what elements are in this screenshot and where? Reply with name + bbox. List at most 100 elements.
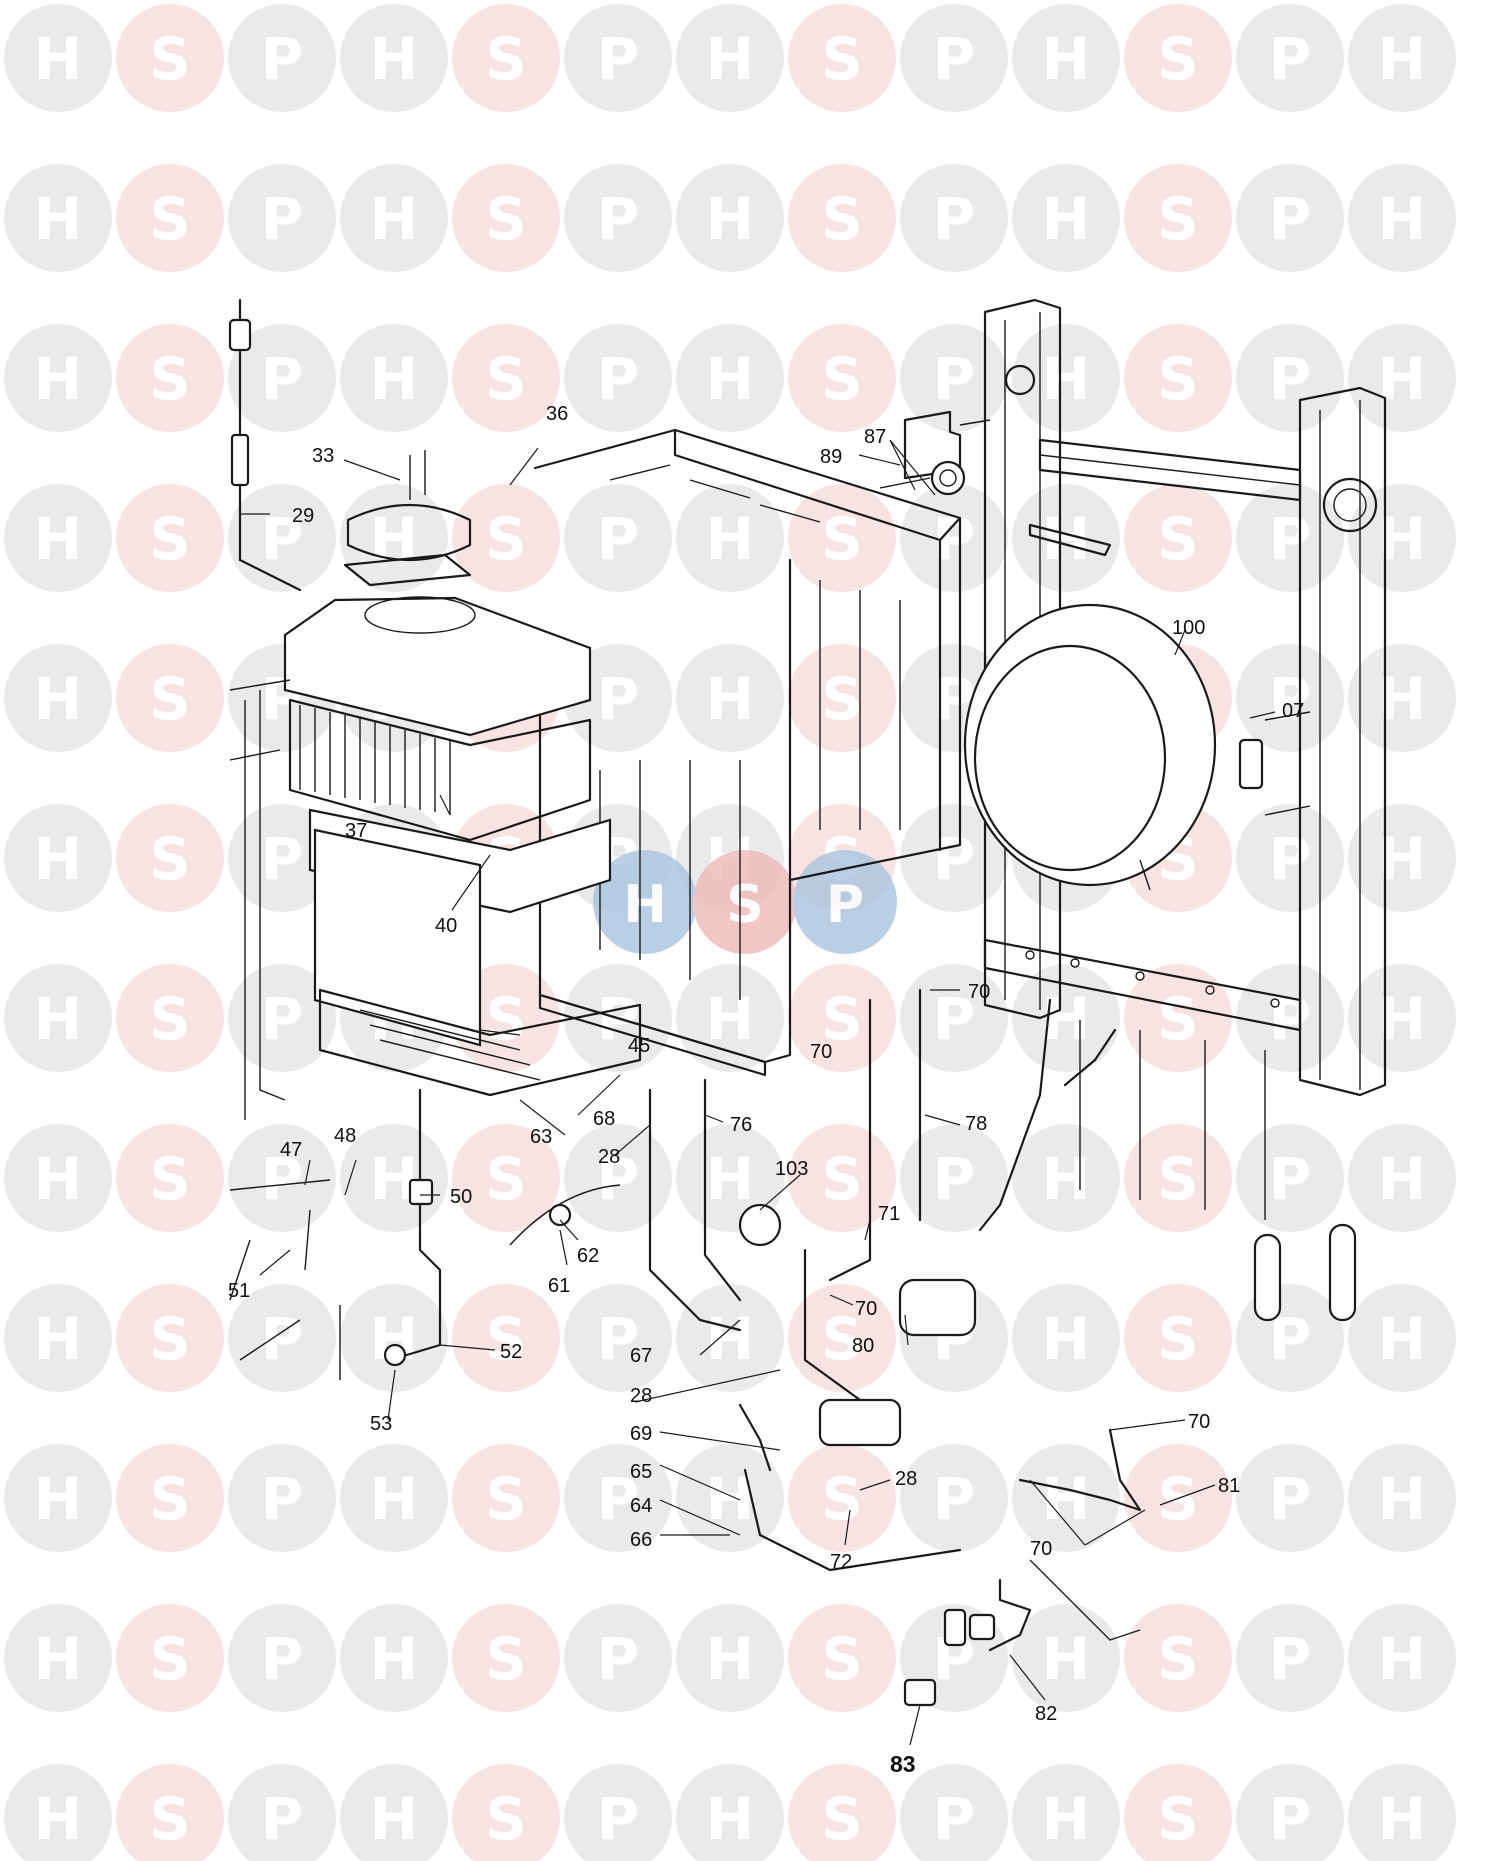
watermark-letter: H [34,825,83,893]
watermark-letter: S [149,185,191,253]
watermark-badge: S [116,964,224,1072]
watermark-letter: S [821,505,863,573]
watermark-letter: S [149,505,191,573]
watermark-badge: H [340,1444,448,1552]
center-logo-letter-h: H [623,875,667,935]
watermark-letter: S [821,1305,863,1373]
callout-29: 29 [292,505,314,527]
watermark-badge: S [452,1124,560,1232]
watermark-letter: H [1378,1785,1427,1853]
watermark-badge: H [4,1444,112,1552]
watermark-letter: H [1042,345,1091,413]
watermark-badge: S [788,484,896,592]
watermark-letter: P [933,1465,976,1533]
part-07-clip [1238,711,1311,816]
watermark-letter: H [1378,1465,1427,1533]
watermark-letter: H [706,1305,755,1373]
watermark-letter: S [485,985,527,1053]
watermark-badge: S [452,324,560,432]
watermark-badge: S [452,4,560,112]
callout-07: 07 [1282,700,1304,722]
pipework [228,298,1357,1707]
callout-47: 47 [280,1139,302,1161]
watermark-letter: S [485,1625,527,1693]
watermark-badge: H [676,1764,784,1861]
callout-50: 50 [450,1186,472,1208]
watermark-badge: P [228,1444,336,1552]
watermark-letter: P [1269,825,1312,893]
watermark-letter: H [706,25,755,93]
watermark-badge: S [1124,1764,1232,1861]
callout-87: 87 [864,426,886,448]
watermark-badge: S [788,164,896,272]
watermark-badge: P [564,1124,672,1232]
watermark-letter: H [706,505,755,573]
watermark-letter: H [370,1625,419,1693]
callout-45: 45 [628,1035,650,1057]
watermark-letter: P [597,345,640,413]
watermark-badge: H [1348,164,1456,272]
watermark-badge: H [676,1284,784,1392]
watermark-badge: H [676,164,784,272]
watermark-badge: P [228,1124,336,1232]
watermark-letter: S [485,1465,527,1533]
watermark-letter: P [1269,345,1312,413]
watermark-badge: H [4,4,112,112]
watermark-badge: P [1236,644,1344,752]
callout-40: 40 [435,915,457,937]
callout-37: 37 [345,820,367,842]
watermark-letter: S [1157,1305,1199,1373]
watermark-badge: P [228,1764,336,1861]
watermark-badge: H [4,1284,112,1392]
watermark-letter: P [261,1145,304,1213]
watermark-letter: P [261,1305,304,1373]
bracket-assembly [879,410,1112,557]
callout-64: 64 [630,1495,652,1517]
watermark-letter: P [597,1465,640,1533]
watermark-letter: H [1378,1305,1427,1373]
watermark-badge: S [116,1604,224,1712]
watermark-badge: P [1236,164,1344,272]
watermark-badge: S [788,1284,896,1392]
watermark-badge: H [4,804,112,912]
watermark-badge: H [1012,4,1120,112]
watermark-badge: S [452,484,560,592]
watermark-badge: H [1012,1124,1120,1232]
watermark-letter: S [485,25,527,93]
watermark-letter: H [706,1145,755,1213]
watermark-badge: S [116,1124,224,1232]
watermark-letter: P [1269,185,1312,253]
callout-28-a: 28 [598,1146,620,1168]
expansion-vessel [963,603,1217,891]
watermark-letter: H [34,1785,83,1853]
callout-69: 69 [630,1423,652,1445]
watermark-badge: S [116,804,224,912]
watermark-letter: S [485,1145,527,1213]
watermark-badge: H [1348,1444,1456,1552]
watermark-badge: H [1348,1124,1456,1232]
watermark-letter: P [261,985,304,1053]
watermark-letter: H [706,665,755,733]
callout-78: 78 [965,1113,987,1135]
watermark-letter: S [149,1465,191,1533]
watermark-letter: S [485,1785,527,1853]
callout-82: 82 [1035,1703,1057,1725]
watermark-letter: P [261,345,304,413]
watermark-badge: H [4,324,112,432]
watermark-badge: S [788,1764,896,1861]
watermark-badge: H [1348,1284,1456,1392]
watermark-letter: S [149,985,191,1053]
watermark-letter: S [1157,985,1199,1053]
watermark-letter: H [1378,25,1427,93]
watermark-letter: S [149,1625,191,1693]
watermark-badge: H [1012,324,1120,432]
watermark-letter: H [370,185,419,253]
watermark-letter: S [485,505,527,573]
watermark-letter: H [1042,1785,1091,1853]
callout-76: 76 [730,1114,752,1136]
watermark-letter: S [149,825,191,893]
callout-labels: 36 33 29 87 89 100 07 37 40 70 45 70 78 … [228,403,1304,1777]
callout-28-c: 28 [895,1468,917,1490]
watermark-badge: P [228,964,336,1072]
callout-89: 89 [820,446,842,468]
